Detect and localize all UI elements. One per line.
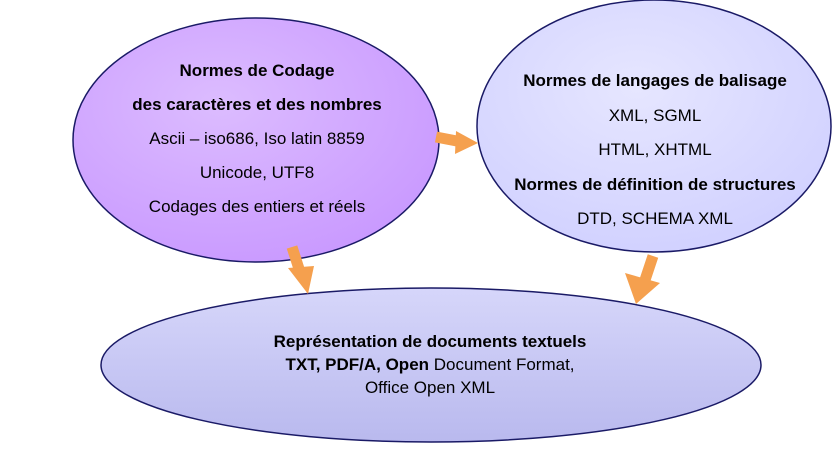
documents-title: Représentation de documents textuels — [273, 332, 587, 351]
documents-last-line: Office Open XML — [364, 378, 496, 397]
balisage-line-4: Normes de définition de structures — [514, 174, 796, 194]
ellipse-documents — [100, 287, 762, 443]
balisage-line-1: Normes de langages de balisage — [523, 71, 787, 90]
arrow-down-icon — [286, 245, 314, 294]
balisage-node-text: Normes de langages de balisage XML, SGML… — [470, 64, 839, 237]
documents-node-text: Représentation de documents textuels TXT… — [100, 330, 760, 399]
codage-line-4: Unicode, UTF8 — [199, 163, 315, 182]
codage-line-2: des caractères et des nombres — [132, 95, 382, 114]
codage-line-1: Normes de Codage — [179, 61, 335, 80]
arrow-right-icon — [434, 131, 478, 154]
ellipse-balisage — [476, 0, 832, 253]
balisage-line-3: HTML, XHTML — [598, 140, 712, 159]
codage-node-text: Normes de Codage des caractères et des n… — [82, 54, 432, 224]
balisage-line-5: DTD, SCHEMA XML — [577, 209, 733, 228]
codage-line-3: Ascii – iso686, Iso latin 8859 — [149, 129, 365, 148]
arrow-down-icon — [625, 254, 660, 304]
balisage-line-2: XML, SGML — [608, 105, 702, 125]
codage-line-5: Codages des entiers et réels — [148, 197, 366, 216]
documents-formats-line: TXT, PDF/A, Open Document Format, — [100, 353, 760, 376]
documents-formats-rest: Document Format, — [429, 355, 575, 374]
documents-formats-bold: TXT, PDF/A, Open — [285, 355, 430, 374]
